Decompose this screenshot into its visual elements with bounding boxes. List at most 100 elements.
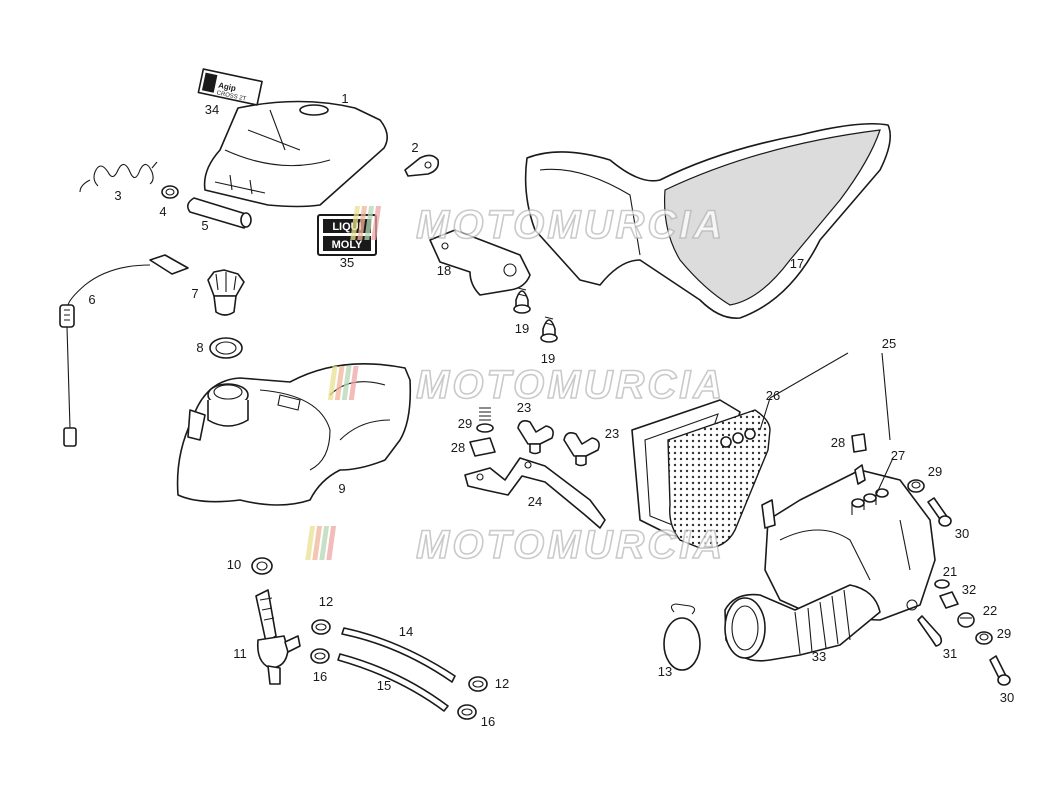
watermark-stripe: [350, 206, 361, 240]
logo-line2: MOLY: [332, 239, 363, 251]
decal-brand: Agip: [217, 81, 236, 94]
callout-14: 14: [399, 624, 413, 639]
callout-6: 6: [88, 292, 95, 307]
watermark-text: MOTOMURCIA: [416, 363, 725, 407]
clamp-12-upper: [311, 619, 331, 635]
fuel-tank-cover: [203, 100, 388, 208]
watermark-stripe: [371, 206, 382, 240]
callout-26: 26: [766, 388, 780, 403]
callout-16: 16: [313, 669, 327, 684]
callout-7: 7: [191, 286, 198, 301]
callout-22: 22: [983, 603, 997, 618]
callout-3: 3: [114, 188, 121, 203]
callout-25: 25: [882, 336, 896, 351]
air-filter: [631, 399, 771, 549]
callout-30: 30: [1000, 690, 1014, 705]
watermark-stripe: [326, 526, 337, 560]
clamp-12-lower: [468, 676, 488, 692]
watermark-text: MOTOMURCIA: [416, 523, 725, 567]
callout-23: 23: [605, 426, 619, 441]
callout-12: 12: [319, 594, 333, 609]
callout-27: 27: [891, 448, 905, 463]
pin-tube: [186, 197, 252, 229]
callout-4: 4: [159, 204, 166, 219]
watermark-stripe: [319, 526, 330, 560]
callout-2: 2: [411, 140, 418, 155]
cap-gasket: [209, 337, 243, 359]
hose-15: [337, 653, 449, 712]
screw-19-b: [540, 316, 558, 343]
spring-bolt-29: [476, 407, 494, 433]
callout-10: 10: [227, 557, 241, 572]
fuel-tap: [255, 589, 301, 685]
wing-nut-23-a: [517, 420, 554, 455]
leader-lines: [759, 352, 894, 496]
fuel-sensor-wire: [59, 254, 189, 447]
seat: [524, 122, 891, 319]
washer-28: [469, 437, 496, 457]
callout-18: 18: [437, 263, 451, 278]
callout-31: 31: [943, 646, 957, 661]
wing-nut-23-b: [563, 432, 600, 467]
callout-19: 19: [541, 351, 555, 366]
watermark-stripe: [327, 366, 338, 400]
callout-8: 8: [196, 340, 203, 355]
callout-11: 11: [233, 646, 247, 661]
callout-34: 34: [205, 102, 219, 117]
grommet-29-bottom: [975, 631, 993, 645]
callout-30: 30: [955, 526, 969, 541]
hose-clamp: [251, 557, 273, 575]
watermark: MOTOMURCIA: [305, 522, 725, 568]
callout-33: 33: [812, 649, 826, 664]
watermark-stripe: [305, 526, 316, 560]
callout-19: 19: [515, 321, 529, 336]
bolt-30-bottom: [989, 655, 1011, 686]
fuel-cap: [207, 269, 245, 316]
callout-5: 5: [201, 218, 208, 233]
callout-17: 17: [790, 256, 804, 271]
screw-19-a: [513, 287, 531, 314]
screw-31: [917, 615, 943, 647]
fuel-tank: [176, 363, 412, 506]
callout-9: 9: [338, 481, 345, 496]
washer-21: [934, 579, 950, 589]
clip-32: [939, 591, 959, 609]
callout-35: 35: [340, 255, 354, 270]
clip-28: [851, 433, 867, 453]
callout-28: 28: [831, 435, 845, 450]
intake-duct: [724, 584, 881, 662]
watermark-stripe: [341, 366, 352, 400]
spring: [79, 161, 158, 193]
callout-29: 29: [928, 464, 942, 479]
watermark: MOTOMURCIA: [350, 202, 725, 248]
watermark: MOTOMURCIA: [327, 362, 725, 408]
tab-bracket: [404, 154, 440, 177]
watermark-group: MOTOMURCIA MOTOMURCIA MOTOMURCIA: [305, 202, 725, 568]
watermark-stripe: [357, 206, 368, 240]
hose-14: [341, 627, 456, 683]
callout-16: 16: [481, 714, 495, 729]
clamp-16-upper: [310, 648, 330, 664]
filter-clip: [663, 603, 701, 671]
grommet-22: [957, 612, 975, 628]
airbox: [761, 464, 936, 621]
callout-24: 24: [528, 494, 542, 509]
agip-decal: Agip CROSS 2T: [197, 68, 263, 106]
watermark-stripe: [364, 206, 375, 240]
callout-23: 23: [517, 400, 531, 415]
callout-1: 1: [341, 91, 348, 106]
watermark-text: MOTOMURCIA: [416, 203, 725, 247]
bolt-30-top: [927, 497, 952, 527]
watermark-stripe: [334, 366, 345, 400]
grommet-29-top: [907, 479, 925, 493]
clamp-16-lower: [457, 704, 477, 720]
callout-12: 12: [495, 676, 509, 691]
filter-bracket: [464, 457, 606, 529]
o-ring: [161, 185, 179, 199]
callout-32: 32: [962, 582, 976, 597]
watermark-stripe: [312, 526, 323, 560]
seat-bracket: [429, 229, 531, 296]
callout-21: 21: [943, 564, 957, 579]
